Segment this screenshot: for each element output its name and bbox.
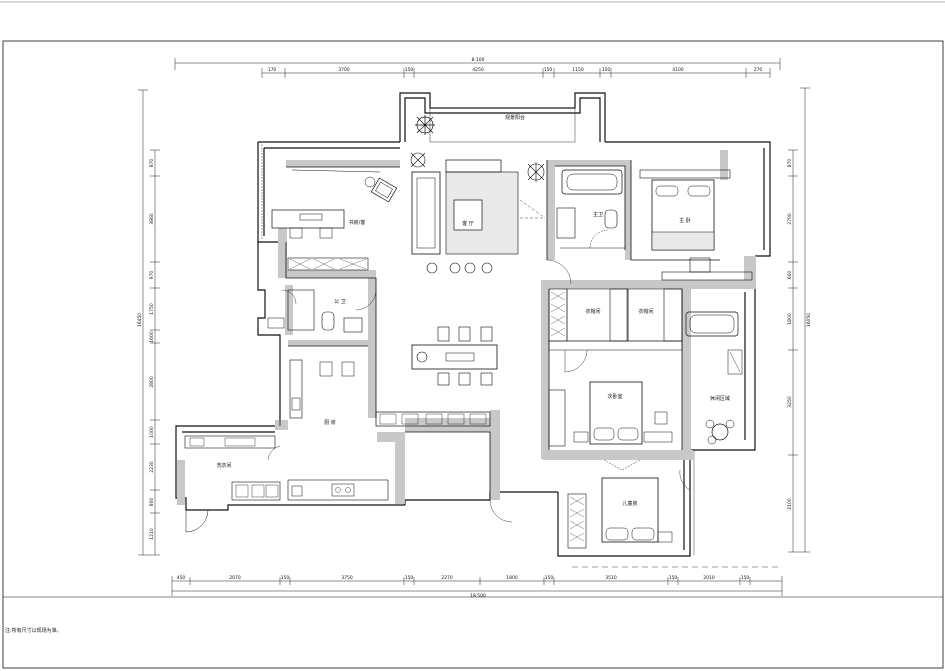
second-bedroom: 次卧室: [548, 349, 673, 447]
closet-rooms: 衣帽间 衣帽间: [548, 288, 739, 351]
kids-bedroom: 儿童房: [567, 459, 673, 549]
drawing-frame: [2, 40, 944, 669]
guest-bathroom: 公 卫: [267, 289, 363, 333]
bottom-dim: 450: [177, 575, 186, 581]
study-room: 书房/客: [261, 144, 398, 271]
laundry-room: 洗衣间: [184, 435, 281, 533]
top-dimension-chain: [174, 58, 781, 78]
bottom-dim: 1800: [506, 575, 518, 581]
bottom-dim: 2270: [441, 575, 453, 581]
room-label-master-bed: 主 卧: [679, 217, 691, 224]
top-dim: 150: [602, 67, 611, 73]
room-label-second-bed: 次卧室: [607, 393, 622, 400]
room-label-leisure: 休闲区域: [710, 395, 730, 402]
left-dimension-labels: 16450 870 3860 970 1750 1600 2800 1000 2…: [137, 159, 155, 540]
viewing-balcony: 观景阳台: [415, 107, 576, 143]
door-swings: [267, 259, 780, 568]
left-dim: 1000: [149, 426, 155, 438]
left-dim: 1210: [149, 528, 155, 540]
bottom-dimension-chain: [171, 576, 783, 596]
master-bathroom: 主卫: [556, 169, 625, 249]
dining-area: [375, 326, 498, 427]
bottom-dimension-labels: 18·500 450 2070 150 3750 150 2270 1800 1…: [177, 575, 750, 599]
room-label-closet-2: 衣帽间: [638, 308, 653, 315]
right-dim: 3250: [787, 396, 793, 408]
left-dimension-chain: [138, 89, 160, 556]
room-label-kids-bed: 儿童房: [622, 500, 637, 507]
top-total-dim: 8·100: [472, 57, 485, 63]
room-label-guest-bath: 公 卫: [334, 299, 346, 305]
top-dim: 150: [405, 67, 414, 73]
plant-icon: [415, 115, 435, 135]
bottom-dim: 150: [405, 575, 414, 581]
bottom-dim: 150: [741, 575, 750, 581]
top-dim: 1150: [572, 67, 584, 73]
left-dim: 3860: [149, 213, 155, 225]
leisure-area: 休闲区域: [705, 349, 743, 445]
bottom-dim: 2070: [229, 575, 241, 581]
top-dim: 170: [268, 67, 277, 73]
right-dim: 1800: [787, 313, 793, 325]
top-dim: 150: [544, 67, 553, 73]
room-label-kitchen: 厨 房: [324, 419, 336, 426]
right-dim: 870: [787, 159, 793, 168]
top-dim: 270: [754, 67, 763, 73]
armchair-icon: [370, 177, 398, 203]
room-label-study: 书房/客: [349, 219, 366, 226]
left-dim: 800: [149, 498, 155, 507]
living-room: 客 厅: [410, 152, 546, 274]
left-dim: 2230: [149, 461, 155, 473]
room-label-master-bath: 主卫: [593, 211, 603, 218]
left-dim: 970: [149, 271, 155, 280]
right-dimension-chain: [788, 87, 810, 553]
right-dimension-labels: 16050 870 2700 600 1800 3250 2100: [787, 159, 812, 510]
footer-note: 注:所有尺寸以现场为准。: [5, 627, 62, 634]
bottom-dim: 150: [669, 575, 678, 581]
left-dim: 2800: [149, 376, 155, 388]
right-dim: 2100: [787, 498, 793, 510]
top-dim: 4250: [472, 67, 484, 73]
master-bedroom: 主 卧: [639, 169, 753, 281]
room-label-balcony: 观景阳台: [505, 114, 525, 121]
left-dim: 870: [149, 159, 155, 168]
right-dim: 600: [787, 271, 793, 280]
room-label-living: 客 厅: [462, 220, 474, 227]
bottom-dim: 150: [545, 575, 554, 581]
top-dim: 3700: [338, 67, 350, 73]
bottom-dim: 2010: [703, 575, 715, 581]
kitchen: 厨 房: [287, 359, 389, 501]
right-dim: 2700: [787, 213, 793, 225]
bottom-dim: 150: [281, 575, 290, 581]
bottom-dim: 3750: [341, 575, 353, 581]
left-dim: 1600: [149, 331, 155, 343]
left-total-dim: 16450: [137, 313, 143, 327]
sideboard-cabinet: [375, 411, 491, 427]
room-label-closet-1: 衣帽间: [585, 308, 600, 315]
left-dim: 1750: [149, 303, 155, 315]
top-dimension-labels: 8·100 170 3700 150 4250 150 1150 150 410…: [268, 57, 763, 73]
interior-walls: [177, 150, 756, 505]
study-storage: [287, 257, 369, 271]
right-total-dim: 16050: [806, 313, 812, 327]
exterior-walls: [175, 92, 771, 557]
plant-icon: [410, 152, 545, 182]
top-dim: 4100: [672, 67, 684, 73]
bottom-dim: 3510: [605, 575, 617, 581]
bottom-total-dim: 18·500: [470, 593, 486, 599]
room-label-laundry: 洗衣间: [216, 462, 231, 469]
